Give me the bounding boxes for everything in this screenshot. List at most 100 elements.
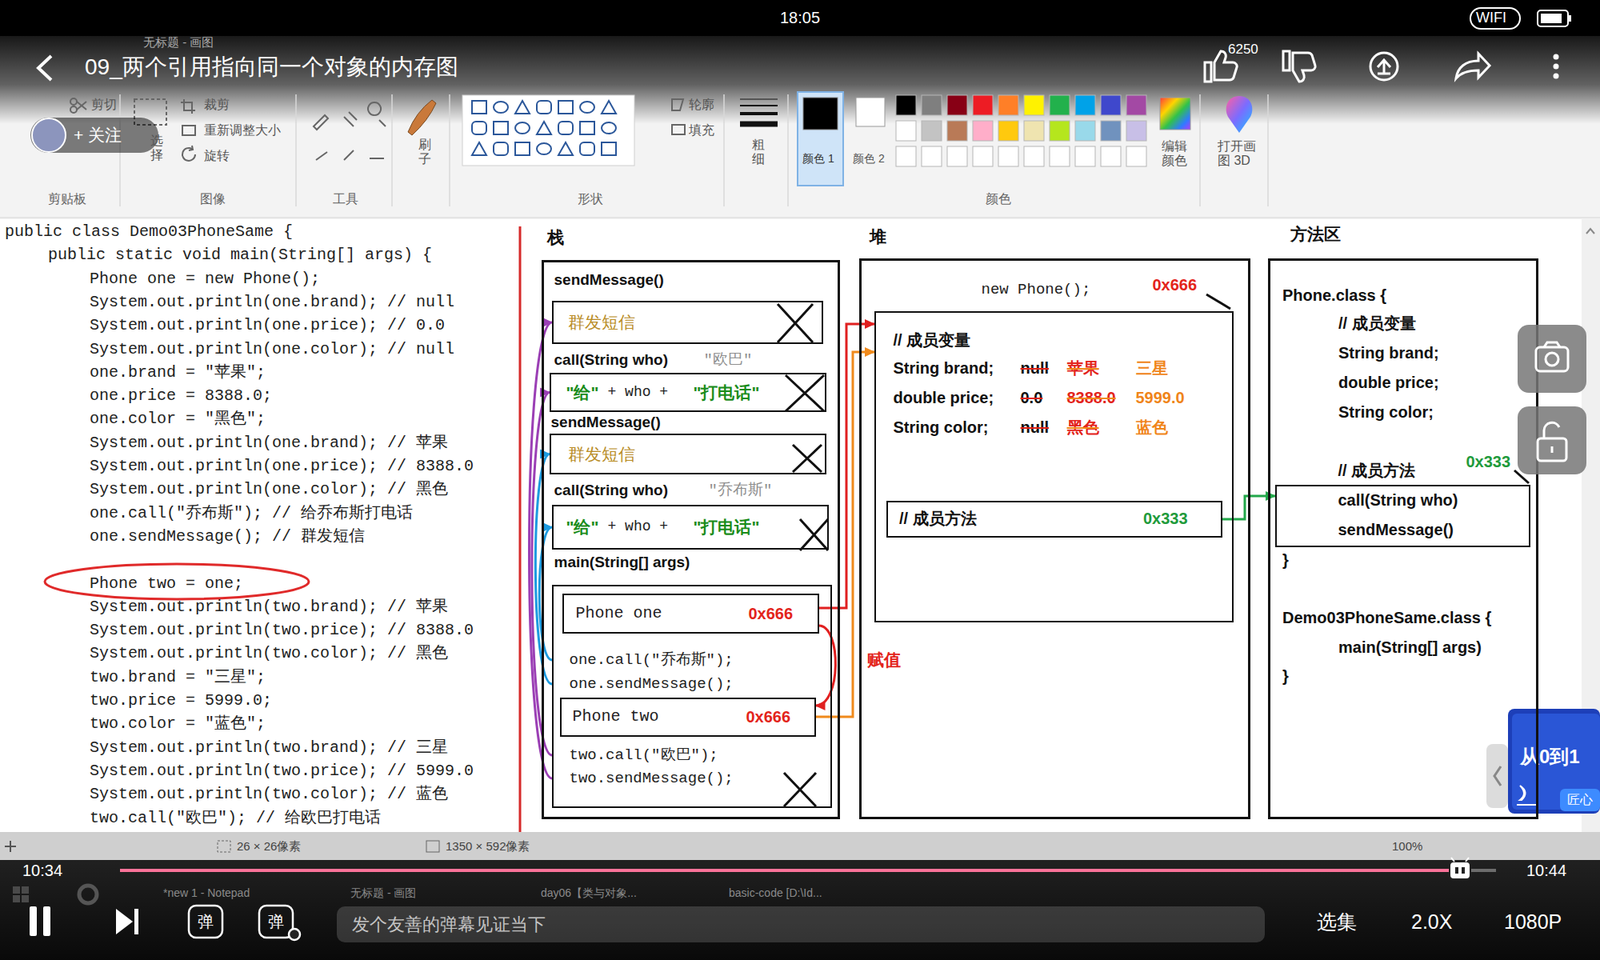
node-text: null [1020,358,1050,378]
shape-icon [601,142,616,156]
advert [1486,708,1600,814]
color-swatch [947,146,968,167]
node-text: two.sendMessage(); [569,768,734,788]
shape-icon [580,101,595,113]
shape-icon [536,121,552,135]
label-text: 2.0X [1411,909,1452,934]
node-text: } [1282,550,1289,570]
code-line: Phone two = one; [89,574,244,594]
frame-box: new Phone();0x666// 成员变量String brand;nul… [874,311,1234,623]
code-line: one.sendMessage(); // 群发短信 [89,527,365,547]
player-controls-part [336,906,1265,943]
player-controls-part [0,860,1600,960]
color-swatch [1024,95,1044,116]
reference-box: Phone two0x666 [560,697,816,737]
label-text: 裁剪 [204,96,230,112]
label-text: 形状 [577,191,604,207]
node-text: 蓝色 [1136,417,1168,437]
node-text: 栈 [547,227,564,248]
frame-box: sendMessage()群发短信 [549,433,827,475]
ribbon-part-part [1267,94,1269,207]
ribbon-part-part [723,94,725,207]
node-text: 0x333 [1466,452,1512,472]
code-line: one.color = "黑色"; [89,409,266,429]
label-text: 剪切 [91,96,117,112]
paint-canvas-part [519,226,522,832]
shape-icon [493,101,508,113]
color-swatch [1075,120,1096,141]
ribbon-part-part [448,94,451,207]
node-text: String color; [893,417,989,437]
node-text: + who + [608,518,669,536]
title-overlay-part [1553,54,1560,60]
ribbon-part-part [295,94,297,207]
frame-box: call(String who)"欧巴""给"+ who +"打电话" [549,372,827,412]
shape-icon [580,142,595,156]
ribbon-part-part [182,145,196,161]
connector-arrow [529,322,553,779]
advert-part [1516,785,1536,805]
player-controls-part [288,928,300,940]
color-swatch [896,146,916,167]
node-text: // 成员变量 [1338,313,1416,333]
shape-icon [601,100,616,114]
ribbon-part-part [787,94,789,207]
label-text: 18:05 [780,8,820,28]
frame-box: sendMessage()群发短信 [552,300,824,344]
label-text: 重新调整大小 [204,122,281,138]
paint-canvas-part [44,564,309,600]
node-text: one.sendMessage(); [569,674,734,693]
code-line: System.out.println(two.brand); // 三星 [89,738,448,758]
ribbon-part-part [740,112,778,116]
label-text: 填充 [688,122,715,138]
code-line: System.out.println(one.color); // null [89,340,455,360]
player-controls-part [1449,861,1471,880]
label-text: 打开画图 3D [1217,139,1256,168]
ribbon-part [1160,97,1191,130]
code-line: System.out.println(two.price); // 5999.0 [89,761,474,781]
ribbon-part [120,94,1268,207]
label-text: 粗细 [752,137,765,166]
node-text: 堆 [869,226,887,247]
label-text: 6250 [1228,41,1259,58]
floating-buttons-part [1545,352,1559,366]
node-text: "打电话" [693,516,760,537]
code-line: Phone one = new Phone(); [89,269,320,289]
node-text: double price; [893,388,995,408]
node-text: "给" [566,382,600,403]
color-swatch [921,95,942,116]
title-overlay-part [1540,13,1562,24]
shape-icon [558,100,573,114]
title-overlay-part [32,118,66,152]
title-overlay-part [1370,52,1398,80]
player-controls-part [4,840,16,852]
code-line: System.out.println(one.price); // 8388.0 [89,456,474,476]
player-controls-part [188,905,223,938]
player-controls-part [134,908,139,935]
paint-canvas-part-part [792,444,822,472]
player-controls [0,832,1600,960]
code-line: System.out.println(one.brand); // null [89,292,455,312]
paint-canvas-part-part [785,375,824,412]
ribbon-part-part [70,98,77,105]
player-controls-part [217,840,231,852]
color-swatch [998,146,1019,167]
node-text: main(String[] args) [1338,637,1482,657]
node-text: // 成员方法 [899,508,977,528]
player-controls-part [120,868,1460,872]
node-text: Phone one [576,604,663,624]
floating-buttons-part [1551,446,1554,453]
color-swatch [1049,146,1070,167]
frame-box: main(String[] args)one.call("乔布斯");one.s… [552,584,832,808]
shape-icons [472,100,616,156]
ribbon-part [1226,96,1253,133]
advert-part [1486,744,1508,808]
ribbon-part-part [740,99,778,100]
color-swatch [1126,146,1147,167]
label-text: 1350 × 592像素 [445,839,531,854]
ribbon-part [0,36,1600,220]
frame-box: // 成员方法0x333 [886,500,1223,538]
ribbon-part [408,100,436,136]
paint-canvas-part-part [777,304,813,343]
label-text: 旋转 [204,148,230,164]
